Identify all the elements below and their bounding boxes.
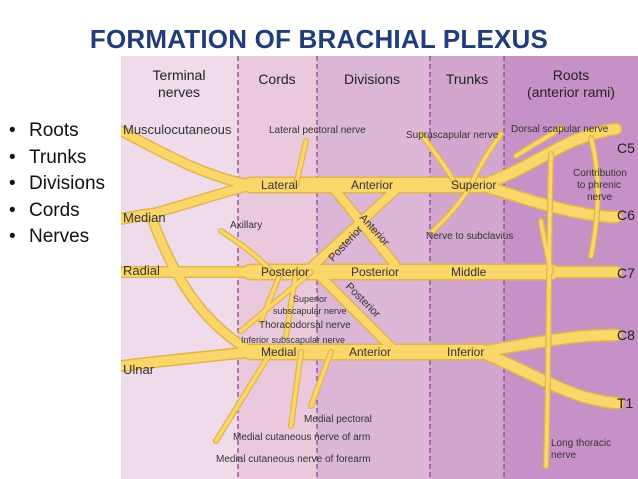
label-nerve-to-subclavius: Nerve to subclavius xyxy=(426,231,513,242)
header-terminal-line2: nerves xyxy=(158,84,200,100)
bullet-dot-icon: • xyxy=(9,173,16,194)
ulnar-nerve xyxy=(121,347,256,371)
root-c5 xyxy=(476,124,621,190)
bullet-item: • Nerves xyxy=(9,224,105,251)
label-medial-cutaneous-arm: Medial cutaneous nerve of arm xyxy=(233,432,370,443)
bullet-dot-icon: • xyxy=(9,120,16,141)
slide-title: FORMATION OF BRACHIAL PLEXUS xyxy=(89,24,549,54)
label-axillary: Axillary xyxy=(230,220,262,231)
bullet-label: Roots xyxy=(29,120,79,141)
label-contribution-line1: Contribution xyxy=(573,168,627,179)
label-t1: T1 xyxy=(617,395,634,411)
label-lateral-pectoral: Lateral pectoral nerve xyxy=(269,125,366,136)
header-terminal-line1: Terminal xyxy=(153,67,206,83)
label-medial-pectoral: Medial pectoral xyxy=(304,414,372,425)
bullet-dot-icon: • xyxy=(9,146,16,168)
root-c6 xyxy=(476,180,621,222)
label-contribution-line2: to phrenic xyxy=(577,180,621,191)
posterior-division-upper xyxy=(302,181,405,276)
median-lateral-root xyxy=(147,181,255,218)
path-label-posterior-div: Posterior xyxy=(351,265,399,279)
bullet-item: • Roots xyxy=(9,118,105,145)
path-label-lateral: Lateral xyxy=(261,178,298,192)
root-c8 xyxy=(476,330,621,357)
label-median: Median xyxy=(123,210,166,225)
label-thoracodorsal: Thoracodorsal nerve xyxy=(259,320,351,331)
header-roots-line2: (anterior rami) xyxy=(527,84,615,100)
bullet-label: Divisions xyxy=(29,173,106,194)
header-divisions: Divisions xyxy=(344,71,400,87)
anterior-division-diagonal xyxy=(327,181,405,276)
musculocutaneous-nerve xyxy=(121,127,255,189)
label-musculocutaneous: Musculocutaneous xyxy=(123,122,232,137)
posterior-division-lower xyxy=(312,268,400,356)
label-inferior-subscapular: Inferior subscapular nerve xyxy=(241,335,345,345)
nerve-pathways xyxy=(121,122,625,469)
bullet-dot-icon: • xyxy=(9,226,16,247)
median-medial-root xyxy=(147,212,255,356)
root-t1 xyxy=(476,347,623,408)
label-suprascapular: Suprascapular nerve xyxy=(406,130,499,141)
label-long-thoracic-line1: Long thoracic xyxy=(551,438,611,449)
path-label-middle: Middle xyxy=(451,265,487,279)
label-long-thoracic-line2: nerve xyxy=(551,450,576,461)
bullet-label: Nerves xyxy=(29,226,90,247)
header-roots-line1: Roots xyxy=(553,67,590,83)
path-label-anterior-top: Anterior xyxy=(351,178,393,192)
path-label-posterior-cord: Posterior xyxy=(261,265,309,279)
label-c6: C6 xyxy=(617,207,635,223)
header-cords: Cords xyxy=(258,71,295,87)
brachial-plexus-diagram: Terminal nerves Cords Divisions Trunks R… xyxy=(121,56,638,479)
bullet-item: • Divisions xyxy=(9,171,105,198)
bullet-item: • Trunks xyxy=(9,145,105,172)
header-trunks: Trunks xyxy=(446,71,488,87)
label-medial-cutaneous-forearm: Medial cutaneous nerve of forearm xyxy=(216,454,371,465)
label-c8: C8 xyxy=(617,327,635,343)
label-superior-subscapular-line2: subscapular nerve xyxy=(273,306,347,316)
bullet-label: Cords xyxy=(29,199,80,221)
bullet-item: • Cords xyxy=(9,198,105,225)
label-radial: Radial xyxy=(123,263,160,278)
path-label-superior: Superior xyxy=(451,178,496,192)
label-superior-subscapular-line1: Superior xyxy=(293,294,327,304)
label-c7: C7 xyxy=(617,265,635,281)
path-label-anterior-bottom: Anterior xyxy=(349,345,391,359)
bullet-label: Trunks xyxy=(29,146,87,168)
label-contribution-line3: nerve xyxy=(587,192,612,203)
label-ulnar: Ulnar xyxy=(123,362,155,377)
bullet-list: • Roots • Trunks • Divisions • Cords • Nerves xyxy=(9,118,105,251)
label-dorsal-scapular: Dorsal scapular nerve xyxy=(511,124,609,135)
path-label-inferior: Inferior xyxy=(447,345,484,359)
label-c5: C5 xyxy=(617,140,635,156)
bullet-dot-icon: • xyxy=(9,199,16,221)
path-label-medial: Medial xyxy=(261,345,296,359)
